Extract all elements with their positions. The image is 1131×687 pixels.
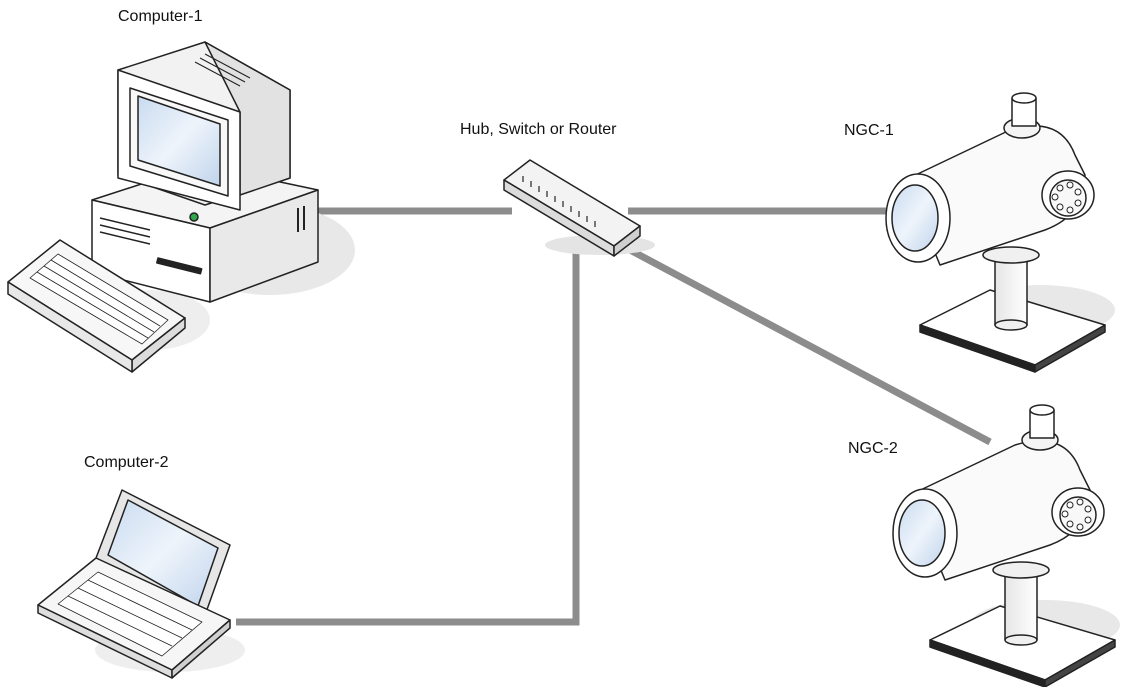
cable-computer2-hub bbox=[236, 242, 580, 626]
hub-label: Hub, Switch or Router bbox=[460, 121, 617, 138]
ngc-2-label: NGC-2 bbox=[848, 440, 898, 457]
computer-2-label: Computer-2 bbox=[84, 454, 169, 471]
ngc-1-label: NGC-1 bbox=[844, 122, 894, 139]
desktop-computer-icon bbox=[7, 41, 355, 373]
gas-chromatograph-icon-2 bbox=[892, 404, 1120, 687]
cable-hub-ngc2 bbox=[628, 246, 992, 446]
gas-chromatograph-icon-1 bbox=[885, 92, 1115, 373]
network-hub-icon bbox=[503, 159, 655, 257]
cables bbox=[236, 207, 992, 626]
laptop-icon bbox=[37, 489, 245, 679]
computer-1-label: Computer-1 bbox=[118, 8, 203, 25]
